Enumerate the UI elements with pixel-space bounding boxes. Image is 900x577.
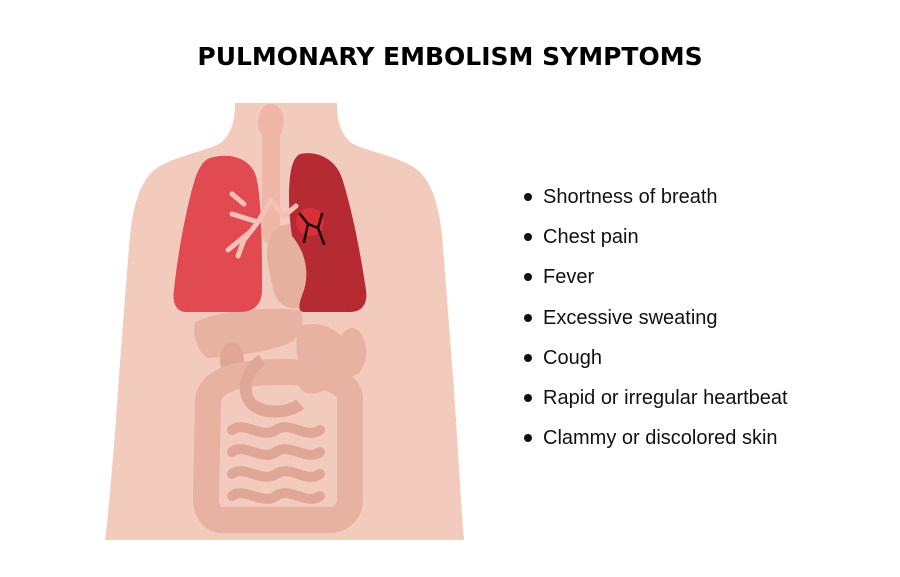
symptom-item: Cough bbox=[522, 341, 788, 381]
symptom-item: Clammy or discolored skin bbox=[522, 421, 788, 461]
bullet-icon bbox=[524, 434, 532, 443]
bullet-icon bbox=[524, 233, 532, 242]
bullet-icon bbox=[524, 193, 532, 201]
abdominal-organs bbox=[192, 308, 366, 533]
embolism-marker bbox=[296, 208, 326, 246]
symptom-list: Shortness of breath Chest pain Fever Exc… bbox=[522, 180, 788, 461]
bullet-icon bbox=[524, 353, 532, 362]
symptom-item: Excessive sweating bbox=[522, 301, 788, 341]
right-lung bbox=[173, 155, 262, 312]
symptom-item: Chest pain bbox=[522, 220, 788, 260]
symptom-item: Fever bbox=[522, 260, 788, 300]
left-lung bbox=[289, 153, 367, 312]
bronchi bbox=[225, 191, 299, 259]
bullet-icon bbox=[524, 393, 532, 402]
bullet-icon bbox=[524, 273, 532, 282]
symptom-item: Rapid or irregular heartbeat bbox=[522, 381, 788, 421]
bullet-icon bbox=[524, 313, 532, 322]
page-title: PULMONARY EMBOLISM SYMPTOMS bbox=[197, 42, 703, 71]
symptom-item: Shortness of breath bbox=[522, 180, 788, 220]
